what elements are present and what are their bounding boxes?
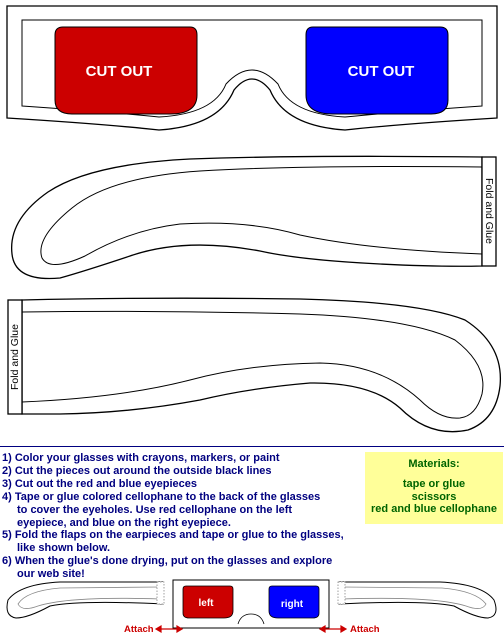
- instruction-step-continued: eyepiece, and blue on the right eyepiece…: [17, 516, 231, 529]
- diagram-right-label: right: [281, 599, 304, 610]
- left-lens-cutout: [54, 26, 198, 115]
- instruction-step: 4) Tape or glue colored cellophane to th…: [2, 490, 321, 503]
- diagram-right-lens: [268, 585, 320, 619]
- instruction-step: 1) Color your glasses with crayons, mark…: [2, 452, 280, 464]
- diagram-left-earpiece: [6, 581, 164, 619]
- materials-item: red and blue cellophane: [371, 503, 497, 515]
- diagram-left-flap: [156, 581, 165, 605]
- diagram-left-label: left: [199, 598, 215, 609]
- materials-title: Materials:: [408, 458, 460, 470]
- instruction-step-continued: to cover the eyeholes. Use red cellophan…: [17, 503, 293, 516]
- right-earpiece-outline: [11, 155, 483, 280]
- diagram-front-bridge: [237, 613, 265, 625]
- instruction-step-continued: our web site!: [17, 568, 85, 581]
- left-earpiece-inner-line: [21, 310, 484, 419]
- diagram-right-flap: [337, 581, 346, 605]
- instruction-step: 6) When the glue's done drying, put on t…: [2, 555, 333, 568]
- left-earpiece-outline: [21, 297, 502, 433]
- right-lens-cutout: [305, 26, 449, 115]
- glasses-front: CUT OUT CUT OUT: [6, 5, 498, 131]
- materials-item: tape or glue: [402, 478, 466, 490]
- right-lens-label: CUT OUT: [348, 63, 415, 80]
- diagram-left-earpiece-inner: [17, 586, 161, 609]
- attach-right-label: Attach: [350, 624, 380, 634]
- diagram-right-earpiece: [338, 581, 497, 619]
- materials-item: scissors: [411, 490, 457, 503]
- right-earpiece-fold-label: Fold and Glue: [483, 178, 495, 244]
- left-earpiece-fold-flap: [7, 299, 23, 415]
- instruction-step: 2) Cut the pieces out around the outside…: [2, 464, 272, 477]
- instruction-step: 5) Fold the flaps on the earpieces and t…: [2, 529, 344, 542]
- instruction-step: 3) Cut out the red and blue eyepieces: [2, 477, 197, 490]
- right-earpiece-inner-line: [40, 166, 483, 265]
- left-earpiece-fold-label: Fold and Glue: [9, 324, 21, 390]
- diagram-right-earpiece-inner: [341, 586, 487, 609]
- attach-right-arrow: [318, 624, 348, 634]
- left-lens-label: CUT OUT: [86, 63, 153, 80]
- diagram-left-lens: [182, 585, 234, 619]
- right-earpiece-fold-flap: [481, 156, 497, 267]
- right-earpiece: Fold and Glue: [11, 155, 497, 280]
- attach-left-label: Attach: [124, 624, 154, 634]
- assembly-diagram: left right Attach Attach: [6, 579, 497, 634]
- materials-box: Materials: tape or glue scissors red and…: [365, 452, 503, 524]
- instruction-step-continued: like shown below.: [17, 542, 111, 555]
- section-divider: [0, 446, 504, 447]
- attach-left-arrow: [154, 624, 184, 634]
- instructions-list: 1) Color your glasses with crayons, mark…: [2, 452, 362, 581]
- left-earpiece: Fold and Glue: [7, 297, 502, 433]
